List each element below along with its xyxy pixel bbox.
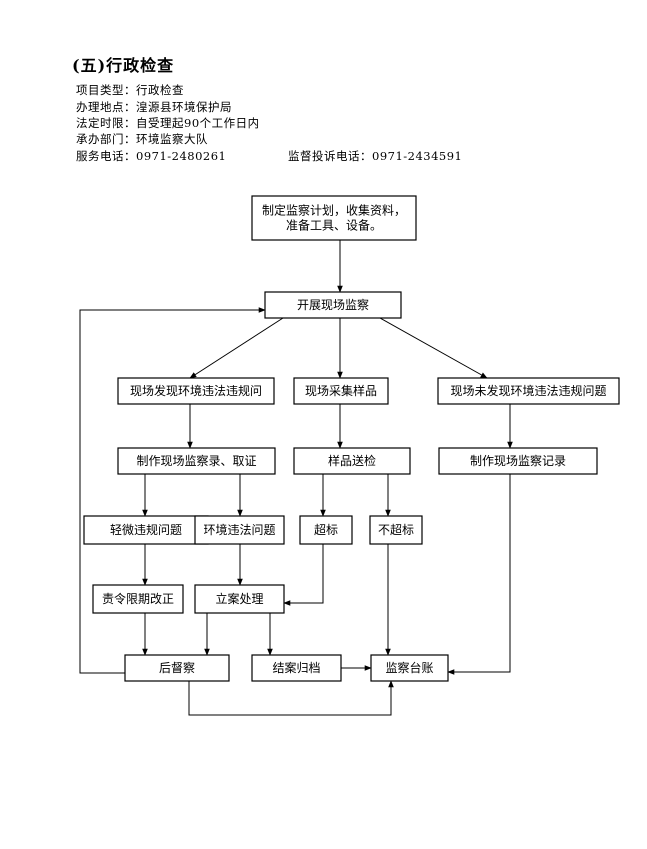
info-service-phone: 服务电话：0971-2480261 xyxy=(76,149,227,163)
info-complaint-phone: 监督投诉电话：0971-2434591 xyxy=(288,149,463,163)
node-label: 准备工具、设备。 xyxy=(286,219,382,233)
node-sample: 现场采集样品 xyxy=(293,377,389,405)
edge-record-to-ledger xyxy=(447,474,511,675)
node-box xyxy=(194,515,285,545)
node-inspect: 开展现场监察 xyxy=(264,291,402,319)
node-label: 现场采集样品 xyxy=(305,383,377,398)
node-box xyxy=(264,291,402,319)
node-label: 监察台账 xyxy=(385,660,433,675)
edge-inspect-to-notfound xyxy=(379,317,488,379)
node-label: 现场未发现环境违法违规问题 xyxy=(450,383,606,398)
node-label: 不超标 xyxy=(378,522,414,537)
node-case: 立案处理 xyxy=(194,584,285,614)
node-minor: 轻微违规问题 xyxy=(83,515,209,545)
flowchart-edges xyxy=(79,240,513,716)
node-plan: 制定监察计划，收集资料，准备工具、设备。 xyxy=(251,195,417,241)
node-label: 结案归档 xyxy=(272,660,320,675)
node-label: 制定监察计划，收集资料， xyxy=(262,203,406,218)
flowchart-nodes: 制定监察计划，收集资料，准备工具、设备。开展现场监察现场发现环境违法违规问现场采… xyxy=(83,195,620,682)
node-box xyxy=(194,584,285,614)
node-rectify: 责令限期改正 xyxy=(92,584,184,614)
node-notexceed: 不超标 xyxy=(369,515,423,545)
node-box xyxy=(92,584,184,614)
edge-inspect-to-found xyxy=(189,317,284,379)
node-record: 制作现场监察记录 xyxy=(438,447,598,475)
node-box xyxy=(117,447,276,475)
node-label: 样品送检 xyxy=(328,453,376,468)
node-label: 开展现场监察 xyxy=(297,298,369,312)
node-label: 后督察 xyxy=(159,660,195,675)
node-illegal: 环境违法问题 xyxy=(194,515,285,545)
node-box xyxy=(251,654,342,682)
edge-followup-loop-to-inspect xyxy=(79,307,266,674)
info-project-type: 项目类型：行政检查 xyxy=(76,83,184,97)
node-label: 制作现场监察录、取证 xyxy=(136,454,256,468)
edge-exceed-to-case xyxy=(283,544,324,606)
edge-followup-to-ledger xyxy=(188,680,394,716)
node-label: 超标 xyxy=(314,522,338,537)
node-exceed: 超标 xyxy=(299,515,353,545)
info-department: 承办部门：环境监察大队 xyxy=(76,132,208,146)
node-box xyxy=(293,447,411,475)
node-ledger: 监察台账 xyxy=(370,654,449,682)
node-label: 现场发现环境违法违规问 xyxy=(130,383,262,398)
node-label: 环境违法问题 xyxy=(203,522,275,537)
node-found: 现场发现环境违法违规问 xyxy=(117,377,275,405)
node-label: 责令限期改正 xyxy=(102,591,174,606)
node-box xyxy=(293,377,389,405)
node-notfound: 现场未发现环境违法违规问题 xyxy=(437,377,620,405)
node-label: 立案处理 xyxy=(215,591,263,606)
node-box xyxy=(124,654,230,682)
node-box xyxy=(83,515,209,545)
page-title: (五)行政检查 xyxy=(72,56,175,75)
node-send-sample: 样品送检 xyxy=(293,447,411,475)
node-archive: 结案归档 xyxy=(251,654,342,682)
info-time-limit: 法定时限：自受理起90个工作日内 xyxy=(76,116,260,130)
node-box xyxy=(437,377,620,405)
node-label: 轻微违规问题 xyxy=(110,522,182,537)
node-box xyxy=(370,654,449,682)
node-box xyxy=(251,195,417,241)
node-label: 制作现场监察记录 xyxy=(470,454,566,468)
node-box xyxy=(117,377,275,405)
node-followup: 后督察 xyxy=(124,654,230,682)
node-box xyxy=(438,447,598,475)
info-location: 办理地点：湟源县环境保护局 xyxy=(76,100,232,114)
node-box xyxy=(299,515,353,545)
node-box xyxy=(369,515,423,545)
node-record-evidence: 制作现场监察录、取证 xyxy=(117,447,276,475)
